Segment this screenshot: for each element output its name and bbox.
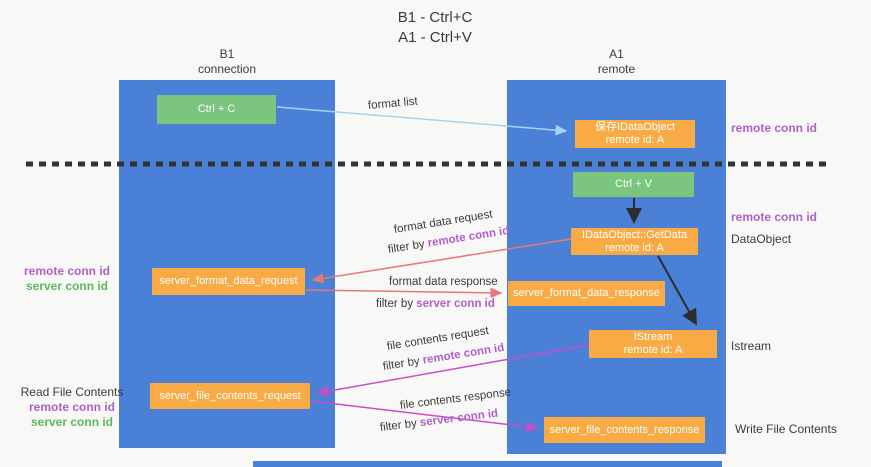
- server-file-contents-request-label: server_file_contents_request: [159, 389, 301, 402]
- left-server-conn-id-bottom: server conn id: [30, 415, 114, 429]
- save-idataobject-line1: 保存IDataObject: [594, 121, 676, 133]
- istream-line2: remote id: A: [623, 344, 683, 356]
- left-conn-id-group-top: remote conn id server conn id: [7, 264, 127, 294]
- write-file-contents-label: Write File Contents: [735, 422, 837, 436]
- ctrl-v-box: Ctrl + V: [573, 172, 694, 197]
- left-remote-conn-id-bottom: remote conn id: [28, 400, 115, 414]
- page-title: B1 - Ctrl+C A1 - Ctrl+V: [335, 8, 535, 48]
- right-remote-conn-id-mid: remote conn id: [731, 210, 818, 224]
- server-file-contents-response-label: server_file_contents_response: [549, 423, 700, 436]
- getdata-line1: IDataObject::GetData: [581, 228, 688, 241]
- read-file-contents-label: Read File Contents: [20, 385, 124, 399]
- left-remote-conn-id-top: remote conn id: [23, 264, 110, 278]
- save-idataobject-box: 保存IDataObject remote id: A: [575, 120, 695, 148]
- a1-header-sub: remote: [597, 62, 636, 76]
- ctrl-c-label: Ctrl + C: [197, 103, 236, 115]
- server-file-contents-request-box: server_file_contents_request: [150, 383, 310, 409]
- left-server-conn-id-top: server conn id: [25, 279, 109, 293]
- getdata-line2: remote id: A: [605, 241, 664, 254]
- server-format-data-response-label: server_format_data_response: [513, 287, 660, 299]
- file-response-filter-label: filter by server conn id: [379, 408, 498, 434]
- dataobject-label: DataObject: [731, 232, 792, 246]
- istream-side-label: Istream: [731, 339, 772, 353]
- server-format-data-response-box: server_format_data_response: [508, 281, 665, 306]
- ctrl-c-box: Ctrl + C: [157, 95, 276, 124]
- a1-header-name: A1: [609, 47, 624, 61]
- file-request-filter-prefix: filter by: [382, 354, 424, 373]
- istream-box: IStream remote id: A: [589, 330, 717, 358]
- ctrl-v-label: Ctrl + V: [615, 178, 652, 190]
- format-data-response-label: format data response: [389, 276, 498, 288]
- server-format-data-request-label: server_format_data_request: [159, 275, 298, 287]
- title-line-1: B1 - Ctrl+C: [397, 9, 473, 26]
- format-response-filter-key: server conn id: [416, 298, 495, 310]
- bottom-blue-strip: [253, 461, 722, 467]
- right-remote-conn-id-top: remote conn id: [731, 121, 818, 135]
- format-list-label: format list: [367, 95, 419, 112]
- b1-header-sub: connection: [197, 62, 257, 76]
- b1-header-name: B1: [219, 47, 235, 61]
- file-response-filter-prefix: filter by: [379, 417, 421, 434]
- format-response-filter-label: filter by server conn id: [376, 298, 495, 310]
- b1-column-header: B1 connection: [119, 47, 335, 77]
- title-line-2: A1 - Ctrl+V: [398, 29, 472, 46]
- server-file-contents-response-box: server_file_contents_response: [544, 417, 705, 443]
- server-format-data-request-box: server_format_data_request: [152, 268, 305, 295]
- save-idataobject-line2: remote id: A: [605, 134, 665, 146]
- a1-column-header: A1 remote: [507, 47, 726, 77]
- format-request-filter-prefix: filter by: [387, 237, 429, 256]
- file-response-filter-key: server conn id: [419, 407, 499, 430]
- format-response-filter-prefix: filter by: [376, 298, 417, 310]
- left-read-file-group: Read File Contents remote conn id server…: [12, 385, 132, 430]
- istream-line1: IStream: [633, 331, 673, 343]
- format-data-response-arrow: [305, 287, 503, 299]
- idataobject-getdata-box: IDataObject::GetData remote id: A: [571, 228, 698, 255]
